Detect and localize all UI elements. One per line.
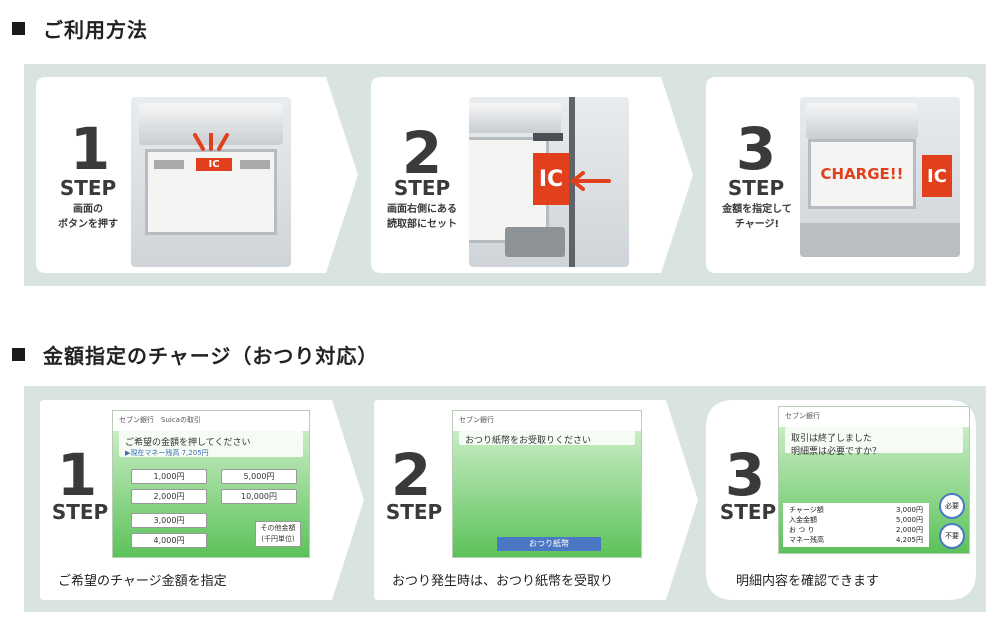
atm-message: ご希望の金額を押してください ▶現在マネー残高 7,205円 — [119, 431, 303, 457]
change-bills-button[interactable]: おつり紙幣 — [497, 537, 601, 551]
detail-value: 4,205円 — [895, 536, 923, 544]
ic-button: IC — [196, 158, 232, 171]
atm-message-text: ご希望の金額を押してください — [125, 438, 251, 448]
amount-button-3000[interactable]: 3,000円 — [131, 513, 207, 528]
step-caption: 明細内容を確認できます — [736, 574, 880, 589]
desc-line: 読取部にセット — [387, 219, 457, 230]
printer-cover — [806, 103, 918, 139]
receipt-details: チャージ額 3,000円 入金金額 5,000円 お つ り 2,000円 マネー残高… — [783, 503, 929, 547]
step-number: 2 — [401, 119, 443, 187]
detail-value: 2,000円 — [895, 526, 923, 534]
step-caption: おつり発生時は、おつり紙幣を受取り — [392, 574, 614, 589]
step-number: 1 — [69, 115, 111, 183]
detail-row: 入金金額 5,000円 — [789, 515, 923, 525]
step-label: STEP — [51, 500, 109, 524]
keypad — [505, 227, 565, 257]
atm-header: セブン銀行 — [779, 407, 969, 427]
atm-message: 取引は終了しました 明細票は必要ですか？ — [785, 427, 963, 457]
other-amount-button[interactable]: その他金額 (千円単位) — [255, 521, 301, 547]
atm-message: おつり紙幣をお受取りください — [459, 431, 635, 446]
atm-screen-change: セブン銀行 おつり紙幣をお受取りください おつり紙幣 — [452, 410, 642, 558]
step-number: 1 — [56, 441, 98, 509]
detail-row: チャージ額 3,000円 — [789, 505, 923, 515]
square-bullet-icon — [12, 22, 25, 35]
amount-button-10000[interactable]: 10,000円 — [221, 489, 297, 504]
detail-label: チャージ額 — [789, 506, 824, 514]
section-title-text: 金額指定のチャージ（おつり対応） — [43, 344, 379, 368]
step-description: 金額を指定して チャージ! — [712, 202, 802, 232]
terminal-illustration: IC — [469, 97, 629, 267]
desc-line: 画面の — [73, 204, 103, 215]
press-indicator-icon — [193, 133, 229, 151]
atm-header: セブン銀行 — [453, 411, 641, 431]
atm-header: セブン銀行 Suicaの取引 — [113, 411, 309, 431]
balance-text: ▶現在マネー残高 7,205円 — [125, 449, 209, 457]
step-label: STEP — [727, 176, 785, 200]
desc-line: チャージ! — [734, 219, 780, 230]
section-title-text: ご利用方法 — [43, 18, 148, 42]
desc-line: ボタンを押す — [58, 219, 118, 230]
step-number: 2 — [390, 441, 432, 509]
step-number: 3 — [735, 115, 777, 183]
desc-line: 画面右側にある — [387, 204, 457, 215]
section-title-charge: 金額指定のチャージ（おつり対応） — [12, 340, 378, 369]
printer-cover — [469, 103, 561, 133]
amount-button-2000[interactable]: 2,000円 — [131, 489, 207, 504]
amount-button-4000[interactable]: 4,000円 — [131, 533, 207, 548]
detail-row: マネー残高 4,205円 — [789, 535, 923, 545]
arrow-left-icon — [569, 171, 611, 191]
terminal-screen: CHARGE!! — [808, 139, 916, 209]
step-label: STEP — [385, 500, 443, 524]
square-bullet-icon — [12, 348, 25, 361]
section-title-usage: ご利用方法 — [12, 14, 148, 43]
atm-screen-receipt: セブン銀行 取引は終了しました 明細票は必要ですか？ チャージ額 3,000円 入… — [778, 406, 970, 554]
ic-reader: IC — [533, 153, 569, 205]
atm-screen-amount: セブン銀行 Suicaの取引 ご希望の金額を押してください ▶現在マネー残高 7… — [112, 410, 310, 558]
detail-label: 入金金額 — [789, 516, 817, 524]
amount-button-5000[interactable]: 5,000円 — [221, 469, 297, 484]
step-label: STEP — [393, 176, 451, 200]
step-description: 画面右側にある 読取部にセット — [376, 202, 468, 232]
atm-message-text: 取引は終了しました — [791, 434, 873, 444]
detail-value: 5,000円 — [895, 516, 923, 524]
step-label: STEP — [59, 176, 117, 200]
detail-value: 3,000円 — [895, 506, 923, 514]
desc-line: 金額を指定して — [722, 204, 792, 215]
terminal-illustration: IC — [131, 97, 291, 267]
receipt-no-button[interactable]: 不要 — [939, 523, 965, 549]
step-number: 3 — [724, 441, 766, 509]
terminal-illustration: CHARGE!! IC — [800, 97, 960, 257]
detail-label: マネー残高 — [789, 536, 824, 544]
step-label: STEP — [719, 500, 777, 524]
atm-message-text: 明細票は必要ですか？ — [791, 447, 882, 457]
receipt-yes-button[interactable]: 必要 — [939, 493, 965, 519]
other-amount-line: その他金額 — [260, 524, 296, 532]
detail-label: お つ り — [789, 526, 815, 534]
step-description: 画面の ボタンを押す — [44, 202, 132, 232]
machine-base — [800, 223, 960, 257]
detail-row: お つ り 2,000円 — [789, 525, 923, 535]
amount-button-1000[interactable]: 1,000円 — [131, 469, 207, 484]
ic-reader: IC — [922, 155, 952, 197]
slot — [533, 133, 563, 141]
screen-bar — [240, 160, 270, 169]
screen-bar — [154, 160, 184, 169]
other-amount-line: (千円単位) — [261, 535, 295, 543]
charge-screen-text: CHARGE!! — [820, 165, 904, 183]
step-caption: ご希望のチャージ金額を指定 — [58, 574, 227, 589]
terminal-screen: IC — [145, 149, 277, 235]
